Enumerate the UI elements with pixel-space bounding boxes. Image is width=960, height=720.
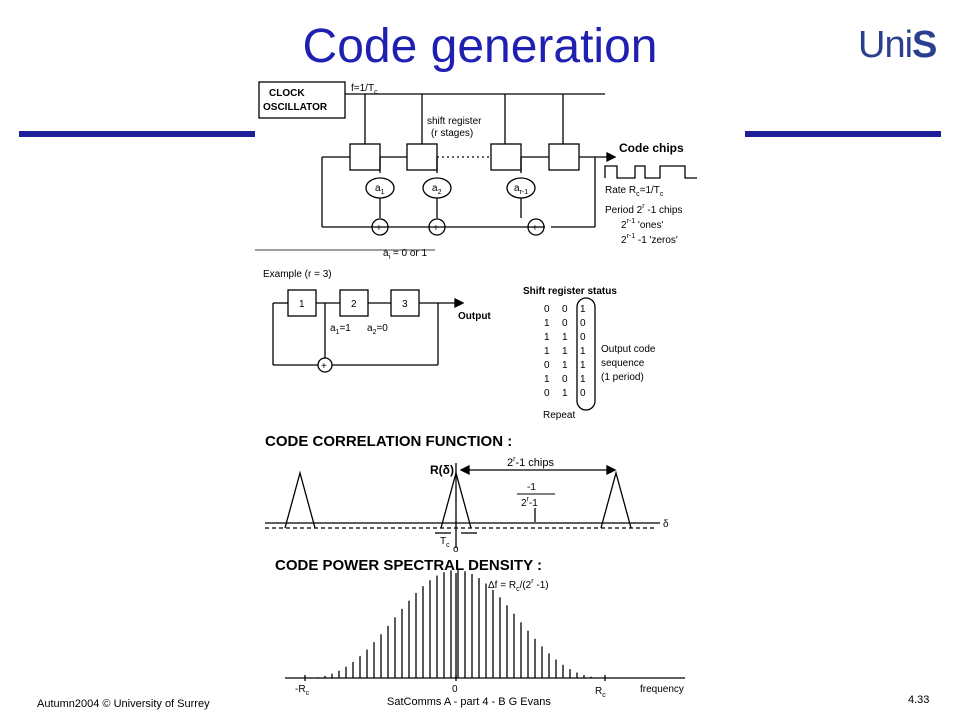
tap-1-label: a1=1: [330, 323, 351, 336]
correlation-peak: [600, 470, 632, 529]
xor-adder: [527, 218, 545, 236]
fraction-numerator: -1: [527, 482, 536, 493]
scanned-figure: CLOCK OSCILLATOR f=1/Tc shift register (…: [255, 78, 745, 700]
frequency-axis-label: frequency: [640, 684, 684, 695]
xor-adder: [428, 218, 446, 236]
title-rule-left: [19, 131, 259, 137]
correlation-peak: [284, 470, 316, 529]
logo-text: Uni: [858, 24, 913, 66]
tap-label: a2: [432, 183, 442, 196]
shift-register-label: shift register: [427, 116, 482, 127]
code-chips-label: Code chips: [619, 141, 684, 155]
rc-label: Rc: [595, 686, 606, 699]
status-cell: 1: [544, 346, 550, 357]
psd-title: CODE POWER SPECTRAL DENSITY :: [275, 557, 542, 574]
status-cell: 0: [544, 388, 550, 399]
plus-sign: +: [376, 223, 382, 234]
correlation-title: CODE CORRELATION FUNCTION :: [265, 433, 512, 450]
clock-oscillator-box: [258, 81, 346, 119]
xor-adder: [371, 218, 389, 236]
slide-title: Code generation: [302, 20, 658, 73]
stage-number: 3: [402, 299, 408, 310]
status-cell: 0: [562, 304, 568, 315]
status-table: 0 0 1 1 0 0 1 1 0 1 1 1 0 1 1 1 0 1 0 1 0: [544, 304, 586, 399]
status-cell: 1: [562, 360, 568, 371]
zero-label: 0: [452, 684, 458, 695]
neg-rc-label: -Rc: [295, 684, 310, 697]
ones-label: 2r-1 'ones': [621, 218, 663, 231]
stage-number: 2: [351, 299, 357, 310]
output-code-label: sequence: [601, 358, 645, 369]
tap-label: ar-1: [514, 183, 528, 196]
status-cell: 0: [562, 318, 568, 329]
origin-label: o: [453, 544, 459, 555]
status-cell: 1: [544, 332, 550, 343]
period-chips-label: 2r-1 chips: [507, 456, 554, 469]
plus-sign: +: [532, 223, 538, 234]
status-cell: 1: [580, 374, 586, 385]
status-cell: 1: [544, 318, 550, 329]
tap-rule: ai = 0 or 1: [383, 248, 428, 261]
status-cell: 1: [580, 360, 586, 371]
delta-f-label: Δf = Rc/(2r -1): [488, 578, 549, 593]
output-code-label: Output code: [601, 344, 656, 355]
stage-number: 1: [299, 299, 305, 310]
status-cell: 0: [562, 374, 568, 385]
status-cell: 0: [544, 304, 550, 315]
oscillator-label: OSCILLATOR: [263, 102, 328, 113]
psd-spectral-lines: [310, 570, 599, 678]
shift-register-stages-label: (r stages): [431, 128, 473, 139]
status-cell: 1: [562, 346, 568, 357]
delta-axis-label: δ: [663, 519, 669, 530]
plus-sign: +: [433, 223, 439, 234]
status-cell: 0: [580, 332, 586, 343]
repeat-label: Repeat: [543, 410, 575, 421]
output-sequence-highlight: [576, 297, 596, 411]
rate-label: Rate Rc=1/Tc: [605, 185, 664, 198]
period-label: Period 2r -1 chips: [605, 203, 682, 216]
status-cell: 1: [562, 332, 568, 343]
clock-label: CLOCK: [269, 88, 305, 99]
footer-page-number: 4.33: [908, 694, 930, 706]
logo-bold-letter: S: [912, 24, 937, 66]
fraction-denominator: 2r-1: [521, 496, 538, 509]
status-cell: 1: [580, 346, 586, 357]
status-cell: 0: [580, 388, 586, 399]
plus-sign: +: [321, 361, 327, 372]
status-cell: 0: [580, 318, 586, 329]
footer-copyright: Autumn2004 © University of Surrey: [37, 698, 210, 710]
status-cell: 1: [544, 374, 550, 385]
footer-course: SatComms A - part 4 - B G Evans: [387, 696, 551, 708]
title-rule-right: [715, 131, 941, 137]
output-code-label: (1 period): [601, 372, 644, 383]
status-cell: 1: [580, 304, 586, 315]
zeros-label: 2r-1 -1 'zeros': [621, 233, 678, 246]
status-cell: 0: [544, 360, 550, 371]
tap-2-label: a2=0: [367, 323, 388, 336]
tap-label: a1: [375, 183, 385, 196]
unis-logo: UniS: [858, 24, 937, 67]
code-chips-waveform: [604, 165, 697, 179]
tc-label: Tc: [440, 536, 450, 549]
example-title: Example (r = 3): [263, 269, 332, 280]
example-xor-adder: [317, 357, 333, 373]
frequency-label: f=1/Tc: [351, 83, 378, 96]
correlation-r-label: R(δ): [430, 463, 454, 477]
output-label: Output: [458, 311, 491, 322]
status-cell: 1: [562, 388, 568, 399]
status-title: Shift register status: [523, 286, 617, 297]
